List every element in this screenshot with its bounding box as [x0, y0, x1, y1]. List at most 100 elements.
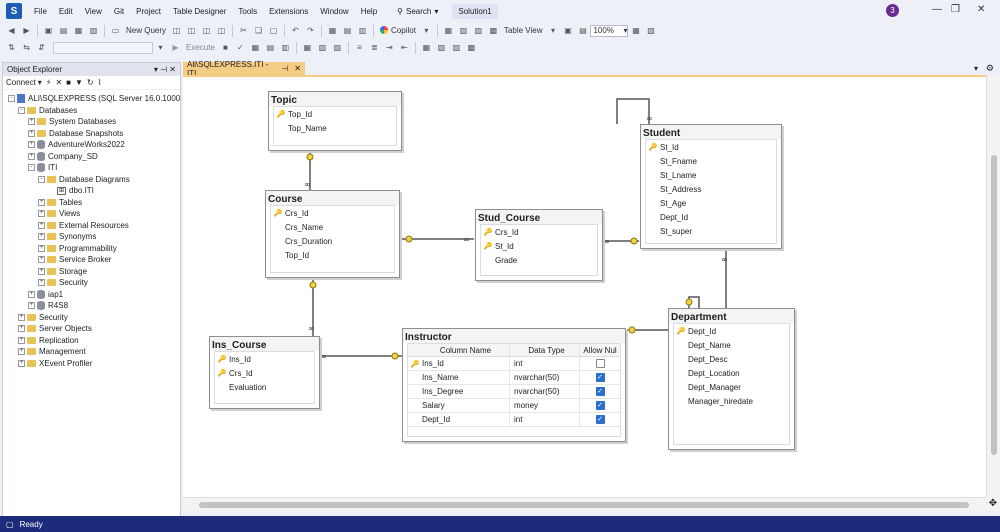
column-name-cell[interactable]: Ins_Id	[422, 357, 510, 370]
tree-item[interactable]: +Server Objects	[18, 323, 92, 334]
tree-item[interactable]: -ITI	[28, 162, 57, 173]
execute-icon[interactable]: ▶	[170, 42, 181, 53]
column-name-cell[interactable]: Ins_Name	[422, 371, 510, 384]
expand-icon[interactable]: +	[28, 118, 35, 125]
uncomment-icon[interactable]: ≣	[369, 42, 380, 53]
column-row[interactable]: Dept_Name	[674, 338, 789, 352]
collapse-icon[interactable]: -	[28, 164, 35, 171]
column-row[interactable]: St_Age	[646, 196, 776, 210]
close-icon[interactable]: ✕	[294, 64, 301, 73]
column-row[interactable]: Top_Name	[274, 121, 396, 135]
collapse-icon[interactable]: -	[8, 95, 15, 102]
expand-icon[interactable]: +	[38, 245, 45, 252]
table-course[interactable]: Course 🔑Crs_IdCrs_NameCrs_DurationTop_Id	[265, 190, 400, 278]
column-row[interactable]: Dept_Location	[674, 366, 789, 380]
gear-icon[interactable]: ⚙	[986, 63, 994, 74]
arrange-icon-2[interactable]: ▤	[577, 25, 588, 36]
restore-icon[interactable]: ❐	[951, 4, 960, 15]
expand-icon[interactable]: +	[18, 314, 25, 321]
tree-item[interactable]: +Views	[38, 208, 80, 219]
solution-name[interactable]: Solution1	[452, 4, 497, 19]
tool-icon-2[interactable]: ▧	[436, 42, 447, 53]
column-name-cell[interactable]: Dept_Id	[422, 413, 510, 426]
tree-item[interactable]: +Security	[38, 277, 88, 288]
expand-icon[interactable]: +	[38, 268, 45, 275]
refresh-icon[interactable]: ↻	[87, 78, 94, 87]
tree-item[interactable]: +Programmability	[38, 243, 117, 254]
menu-item-extensions[interactable]: Extensions	[263, 7, 314, 16]
back-icon[interactable]: ◀	[6, 25, 17, 36]
copy-icon[interactable]: ❏	[253, 25, 264, 36]
tab-diagram[interactable]: Ali\SQLEXPRESS.ITI - ITI ⊣ ✕	[183, 62, 305, 75]
table-student[interactable]: Student 🔑St_IdSt_FnameSt_LnameSt_Address…	[640, 124, 782, 249]
move-diagram-icon[interactable]: ✥	[986, 497, 1000, 511]
table-view-dropdown-icon[interactable]: ▾	[547, 25, 558, 36]
comment-icon[interactable]: ≡	[354, 42, 365, 53]
tree-item[interactable]: +AdventureWorks2022	[28, 139, 125, 150]
cut-icon[interactable]: ✂	[238, 25, 249, 36]
tool-icon-3[interactable]: ▥	[357, 25, 368, 36]
new-query-button[interactable]: New Query	[123, 26, 169, 35]
tree-item[interactable]: +System Databases	[28, 116, 116, 127]
grid-row[interactable]: Ins_Degreenvarchar(50)✓	[408, 385, 620, 399]
plan-icon-2[interactable]: ▤	[265, 42, 276, 53]
menu-item-table-designer[interactable]: Table Designer	[167, 7, 232, 16]
copilot-button[interactable]: Copilot	[377, 26, 419, 35]
results-icon-2[interactable]: ▧	[317, 42, 328, 53]
column-row[interactable]: St_Address	[646, 182, 776, 196]
plan-icon-3[interactable]: ▥	[280, 42, 291, 53]
tree-item[interactable]: +Synonyms	[38, 231, 96, 242]
grid-row[interactable]: Salarymoney✓	[408, 399, 620, 413]
save-all-icon[interactable]: ▧	[88, 25, 99, 36]
grid-header-cell[interactable]: Data Type	[510, 344, 580, 356]
diagram-icon[interactable]: ▦	[630, 25, 641, 36]
zoom-select[interactable]: 100% ▾	[590, 25, 628, 37]
table-topic[interactable]: Topic 🔑Top_IdTop_Name	[268, 91, 402, 151]
column-row[interactable]: 🔑St_Id	[646, 140, 776, 154]
outdent-icon[interactable]: ⇤	[399, 42, 410, 53]
tool-icon-2[interactable]: ▤	[342, 25, 353, 36]
close-icon[interactable]: ✕	[169, 65, 176, 74]
column-row[interactable]: 🔑Dept_Id	[674, 324, 789, 338]
allow-nulls-checkbox[interactable]: ✓	[596, 373, 605, 382]
table-department[interactable]: Department 🔑Dept_IdDept_NameDept_DescDep…	[668, 308, 795, 450]
account-avatar[interactable]: 3	[886, 4, 899, 17]
table-instructor[interactable]: Instructor Column NameData TypeAllow Nul…	[402, 328, 626, 442]
pin-icon[interactable]: ⊣	[281, 64, 288, 73]
allow-nulls-checkbox[interactable]: ✓	[596, 401, 605, 410]
filter-icon[interactable]: ▼	[75, 78, 83, 87]
expand-icon[interactable]: +	[18, 337, 25, 344]
column-row[interactable]: St_Fname	[646, 154, 776, 168]
minimize-icon[interactable]: —	[932, 4, 942, 15]
tree-item[interactable]: +Tables	[38, 197, 82, 208]
column-name-cell[interactable]: Salary	[422, 399, 510, 412]
chevron-down-icon[interactable]: ▾	[38, 78, 42, 87]
indent-icon[interactable]: ⇥	[384, 42, 395, 53]
allow-nulls-checkbox[interactable]	[596, 359, 605, 368]
collapse-icon[interactable]: -	[38, 176, 45, 183]
designer-icon-4[interactable]: ▩	[488, 25, 499, 36]
menu-item-project[interactable]: Project	[130, 7, 167, 16]
execute-button[interactable]: Execute	[183, 43, 218, 52]
tree-item[interactable]: +Replication	[18, 335, 79, 346]
close-icon[interactable]: ✕	[977, 4, 985, 15]
parse-icon[interactable]: ✓	[235, 42, 246, 53]
expand-icon[interactable]: +	[38, 279, 45, 286]
search-button[interactable]: ⚲ Search ▾	[391, 7, 444, 16]
tree-item[interactable]: +Storage	[38, 266, 87, 277]
column-row[interactable]: Evaluation	[215, 380, 314, 394]
tool-icon[interactable]: ▦	[327, 25, 338, 36]
allow-nulls-checkbox[interactable]: ✓	[596, 387, 605, 396]
undo-icon[interactable]: ↶	[290, 25, 301, 36]
expand-icon[interactable]: +	[28, 291, 35, 298]
tree-item[interactable]: ⊞dbo.ITI	[48, 185, 94, 196]
tree-item[interactable]: +R4S8	[28, 300, 68, 311]
column-row[interactable]: Dept_Manager	[674, 380, 789, 394]
vertical-scrollbar[interactable]	[986, 75, 1000, 497]
scroll-thumb[interactable]	[199, 502, 969, 508]
column-row[interactable]: Dept_Desc	[674, 352, 789, 366]
designer-icon[interactable]: ▦	[443, 25, 454, 36]
grid-row[interactable]: 🔑Ins_Idint	[408, 357, 620, 371]
expand-icon[interactable]: +	[18, 325, 25, 332]
menu-item-tools[interactable]: Tools	[232, 7, 263, 16]
